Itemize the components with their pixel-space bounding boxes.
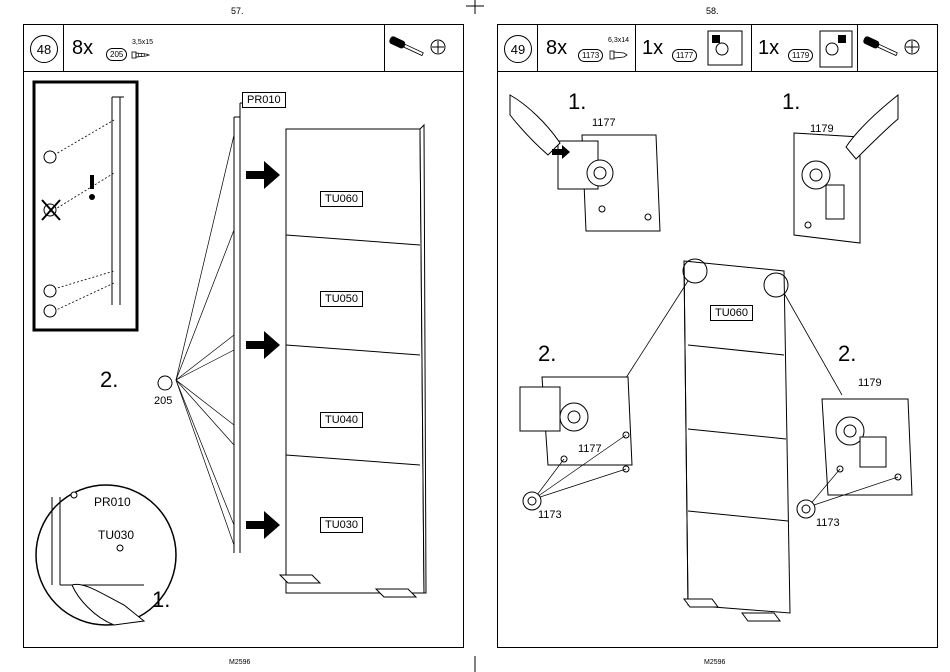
screw-icon (158, 376, 172, 390)
callout-part-205: 205 (154, 395, 172, 407)
screw-icon (523, 492, 541, 510)
roller-1177-label: 1177 (592, 117, 616, 129)
panel-label-tu050: TU050 (320, 291, 363, 307)
step-2-left-label: 2. (538, 341, 556, 367)
screw-1173-left-label: 1173 (538, 509, 562, 521)
step-2-label: 2. (100, 367, 118, 393)
panel-label-tu040: TU040 (320, 412, 363, 428)
panel-label-tu060: TU060 (710, 305, 753, 321)
hand-icon (846, 95, 898, 159)
left-illustration (24, 25, 465, 649)
roller-bracket-icon (822, 399, 912, 495)
panel-label-tu030: TU030 (320, 517, 363, 533)
step-1-label: 1. (152, 587, 170, 613)
screw-1173-right-label: 1173 (816, 517, 840, 529)
right-page: 49 8x 1173 6,3x14 1x 1177 1x 1179 (497, 24, 938, 648)
roller-bracket-icon (520, 377, 632, 472)
roller-1177-lower-label: 1177 (578, 443, 602, 455)
inset-profile-label: PR010 (94, 495, 131, 509)
roller-1179-lower-label: 1179 (858, 377, 882, 389)
roller-bracket-icon (558, 135, 660, 231)
panel-label-tu060: TU060 (320, 191, 363, 207)
step-1-right-label: 1. (782, 89, 800, 115)
screw-icon (797, 500, 815, 518)
step-2-right-label: 2. (838, 341, 856, 367)
arrow-right-icon (246, 161, 280, 539)
step-1-left-label: 1. (568, 89, 586, 115)
inset-panel-label: TU030 (98, 528, 134, 542)
profile-tag: PR010 (242, 92, 286, 108)
left-page: 48 8x 205 3,5x15 (23, 24, 464, 648)
roller-1179-label: 1179 (810, 123, 834, 135)
hand-icon (510, 95, 560, 155)
right-illustration (498, 25, 939, 649)
